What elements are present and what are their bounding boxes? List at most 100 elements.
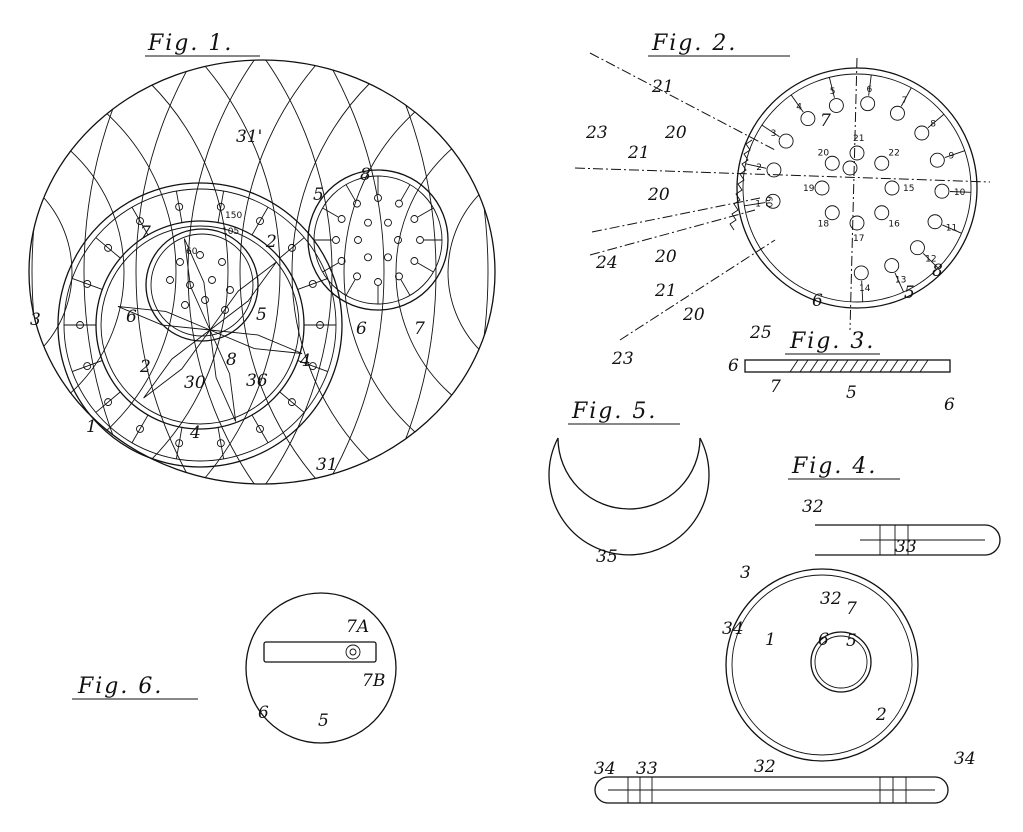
slot bbox=[761, 124, 780, 138]
slot bbox=[861, 280, 864, 302]
hole-number: 7 bbox=[902, 96, 908, 106]
figure-1: Fig. 1. 31' 5 8 150 105 60 7 2 6 5 bbox=[28, 31, 496, 485]
fig5-title: Fig. 5. bbox=[571, 399, 657, 424]
star-holes bbox=[166, 251, 234, 314]
ring-dot bbox=[76, 321, 84, 329]
ref-label: 7B bbox=[362, 671, 385, 691]
ring-markers bbox=[64, 190, 336, 460]
ring-tick bbox=[95, 391, 121, 413]
crescent-shape bbox=[548, 437, 710, 556]
gear-disc bbox=[307, 169, 449, 311]
ring-dot bbox=[175, 439, 184, 448]
ref-label: 2 bbox=[139, 357, 151, 377]
ref-label: 33 bbox=[636, 759, 658, 779]
gear-hole bbox=[384, 218, 392, 227]
ref-label: 23 bbox=[611, 349, 634, 369]
gear-spoke bbox=[400, 184, 411, 201]
hole-number: 14 bbox=[859, 284, 871, 294]
hole bbox=[874, 155, 890, 171]
ref-label: 150 bbox=[225, 211, 242, 221]
ring-dot bbox=[256, 217, 264, 226]
gear-teeth bbox=[729, 139, 753, 231]
gear-hole bbox=[410, 215, 419, 223]
disc-edge bbox=[742, 73, 972, 303]
hole bbox=[828, 98, 844, 113]
fig2-title: Fig. 2. bbox=[651, 31, 737, 56]
slot bbox=[927, 113, 945, 129]
slide-strip-bottom bbox=[594, 776, 949, 804]
gear-disc-edge bbox=[313, 175, 443, 305]
pointer-blade bbox=[143, 329, 211, 399]
ref-label: 7 bbox=[414, 319, 425, 339]
ring-tick bbox=[251, 206, 269, 236]
slide-strip-top bbox=[815, 524, 1001, 556]
grid-arc bbox=[291, 60, 495, 484]
grid-arc bbox=[29, 60, 177, 484]
grid-arc bbox=[29, 60, 333, 484]
fig4-labels: 32 33 3 32 7 5 6 34 1 2 34 33 32 34 bbox=[594, 497, 976, 779]
slot bbox=[745, 163, 767, 169]
hole-number: 22 bbox=[888, 149, 899, 159]
ref-label: 24 bbox=[595, 253, 618, 273]
grid-arc bbox=[395, 107, 495, 437]
gear-hole bbox=[384, 253, 392, 262]
slot bbox=[828, 77, 835, 98]
ring-tick bbox=[279, 237, 305, 259]
ring-tick bbox=[72, 278, 103, 290]
ref-label: 60 bbox=[186, 247, 198, 257]
sight-line bbox=[591, 197, 761, 233]
hole bbox=[842, 160, 858, 176]
hole-number: 16 bbox=[888, 219, 900, 229]
fig4-title: Fig. 4. bbox=[791, 454, 877, 479]
ring-tick bbox=[131, 414, 149, 444]
gear-hole bbox=[374, 278, 382, 286]
hole-number: 10 bbox=[954, 188, 966, 198]
ref-label: 7 bbox=[820, 111, 831, 131]
slot bbox=[944, 150, 965, 159]
star-hole bbox=[201, 296, 209, 304]
ring-dot bbox=[83, 362, 92, 370]
ref-label: 8 bbox=[226, 350, 237, 370]
pointer-blades bbox=[117, 238, 303, 422]
small-disc-edge bbox=[150, 233, 254, 337]
ring-dot bbox=[287, 398, 296, 407]
fig1-title: Fig. 1. bbox=[147, 31, 233, 56]
star-hole bbox=[226, 286, 234, 294]
ref-label: 3 bbox=[740, 563, 751, 583]
hole-number: 3 bbox=[771, 129, 777, 139]
gear-hole bbox=[394, 236, 402, 244]
star-hole bbox=[186, 281, 194, 289]
ref-label: 6 bbox=[356, 319, 367, 339]
gear-hole bbox=[364, 253, 372, 262]
ring-tick bbox=[251, 414, 269, 444]
gear-hole bbox=[353, 272, 361, 281]
ref-label: 34 bbox=[722, 619, 744, 639]
ring-tick bbox=[175, 190, 183, 223]
figure-5: Fig. 5. 35 bbox=[548, 399, 710, 567]
ring-dot bbox=[104, 398, 113, 407]
figure-6: Fig. 6. 7A 7B 6 5 bbox=[72, 592, 397, 744]
ring-dot bbox=[104, 243, 113, 252]
ref-label: 6 bbox=[126, 307, 137, 327]
hole-number: 20 bbox=[818, 149, 830, 159]
gear-spoke bbox=[345, 184, 356, 201]
hole-number: 15 bbox=[903, 184, 914, 194]
ref-label: 32 bbox=[820, 589, 842, 609]
ref-label: 5 bbox=[313, 185, 324, 205]
gear-spoke bbox=[322, 262, 339, 273]
grid-arc bbox=[31, 60, 495, 484]
ref-label: 31 bbox=[316, 455, 338, 475]
figure-3: Fig. 3. 6 7 5 6 bbox=[728, 329, 955, 415]
slot bbox=[942, 224, 962, 234]
slot bbox=[922, 253, 939, 269]
gear-hole bbox=[395, 272, 403, 281]
gear-spoke bbox=[417, 262, 434, 273]
ring-tick bbox=[297, 360, 328, 372]
ref-label: 34 bbox=[594, 759, 616, 779]
ref-label: 25 bbox=[749, 323, 772, 343]
ring-tick bbox=[175, 427, 183, 460]
gear-disc-holes bbox=[314, 176, 442, 304]
grid-arc bbox=[29, 60, 281, 484]
ref-label: 4 bbox=[189, 423, 201, 443]
